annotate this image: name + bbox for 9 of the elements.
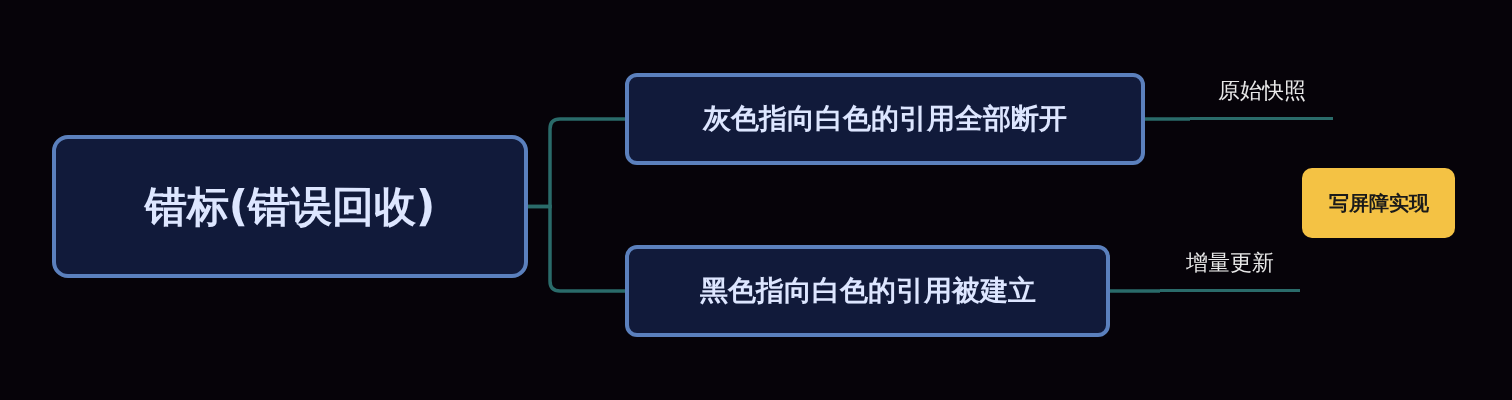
- branch-label: 原始快照: [1190, 74, 1333, 120]
- connector-line: [1145, 117, 1190, 121]
- branch-label: 增量更新: [1160, 246, 1300, 292]
- subtopic-box: 灰色指向白色的引用全部断开: [625, 73, 1145, 165]
- subtopic-box: 黑色指向白色的引用被建立: [625, 245, 1110, 337]
- connector-line: [528, 204, 625, 293]
- connector-line: [1110, 289, 1160, 293]
- note-box: 写屏障实现: [1302, 168, 1455, 238]
- topic-box: 错标(错误回收): [52, 135, 528, 278]
